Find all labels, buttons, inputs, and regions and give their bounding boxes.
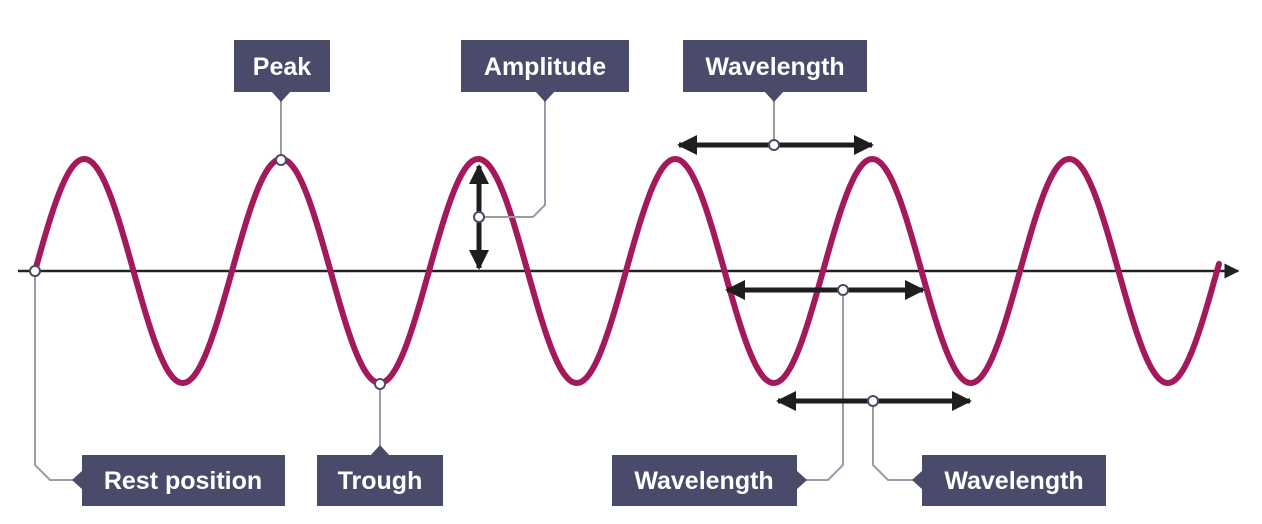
label-rest-position-text: Rest position (104, 467, 262, 495)
label-peak: Peak (234, 40, 330, 102)
label-amplitude: Amplitude (461, 40, 629, 102)
label-wavelength-bottom: Wavelength (912, 455, 1106, 506)
label-wavelength-top-text: Wavelength (705, 53, 844, 81)
wavelength-mid-leader (797, 290, 844, 481)
rest-position-dot (29, 265, 41, 277)
amplitude-dot (473, 211, 485, 223)
label-wavelength-mid-text: Wavelength (634, 467, 773, 495)
amplitude-leader (479, 92, 546, 218)
wavelength-bottom-dot (867, 395, 879, 407)
label-peak-text: Peak (253, 53, 311, 81)
label-rest-position: Rest position (72, 455, 285, 506)
peak-dot (275, 154, 287, 166)
trough-dot (374, 378, 386, 390)
label-amplitude-text: Amplitude (484, 53, 606, 81)
wave-curve (32, 155, 1222, 387)
rest-position-leader (34, 271, 82, 481)
wavelength-mid-dot (837, 284, 849, 296)
wavelength-bottom-leader (872, 401, 922, 481)
label-trough-text: Trough (338, 467, 423, 495)
wavelength-top-dot (768, 139, 780, 151)
label-wavelength-mid: Wavelength (612, 455, 807, 506)
label-wavelength-bottom-text: Wavelength (944, 467, 1083, 495)
label-wavelength-top: Wavelength (683, 40, 867, 102)
label-trough: Trough (317, 445, 443, 506)
